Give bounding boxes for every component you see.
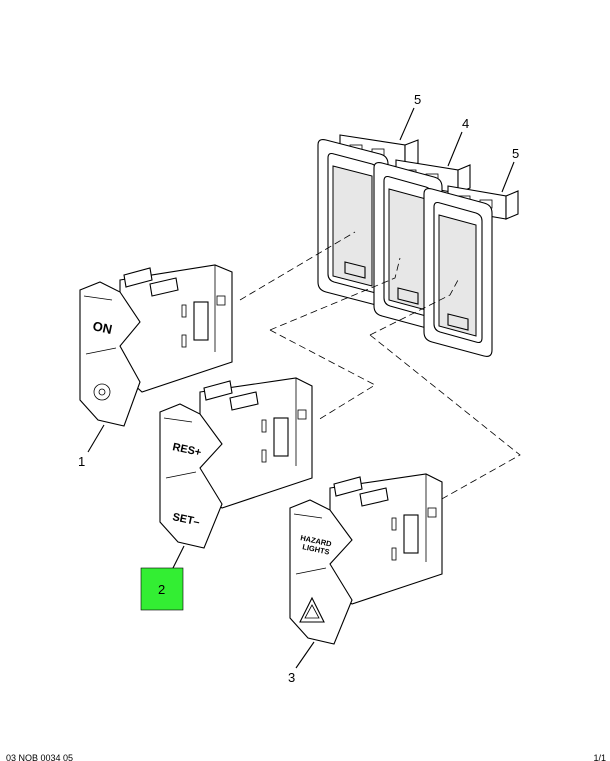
callout-4: 4	[462, 116, 469, 131]
set-legend: SET–	[171, 511, 200, 528]
callout-1: 1	[78, 454, 85, 469]
callout-5-right: 5	[512, 146, 519, 161]
leader-4	[447, 131, 463, 167]
leader-2	[171, 545, 185, 571]
on-legend: ON	[91, 318, 113, 337]
leader-3	[295, 641, 315, 669]
switch-2: RES+ SET–	[159, 377, 313, 549]
leader-5a	[399, 107, 415, 141]
leader-1	[87, 424, 105, 453]
frame-left	[317, 139, 389, 307]
callout-3: 3	[288, 670, 295, 685]
callout-2: 2	[158, 582, 165, 597]
leader-5b	[501, 161, 515, 193]
switch-3: HAZARD LIGHTS	[289, 473, 443, 645]
callout-5-left: 5	[414, 92, 421, 107]
switch-1: ON	[79, 264, 233, 427]
res-legend: RES+	[171, 441, 202, 459]
hazard-triangle-icon	[299, 596, 325, 623]
footer-left: 03 NOB 0034 05	[6, 753, 74, 761]
callout-2-hotspot[interactable]: 2	[140, 567, 184, 611]
assembly-lines	[239, 231, 521, 501]
frame-right	[423, 188, 493, 357]
mounting-frame-assembly	[317, 134, 519, 357]
footer-right: 1/1	[593, 753, 606, 761]
